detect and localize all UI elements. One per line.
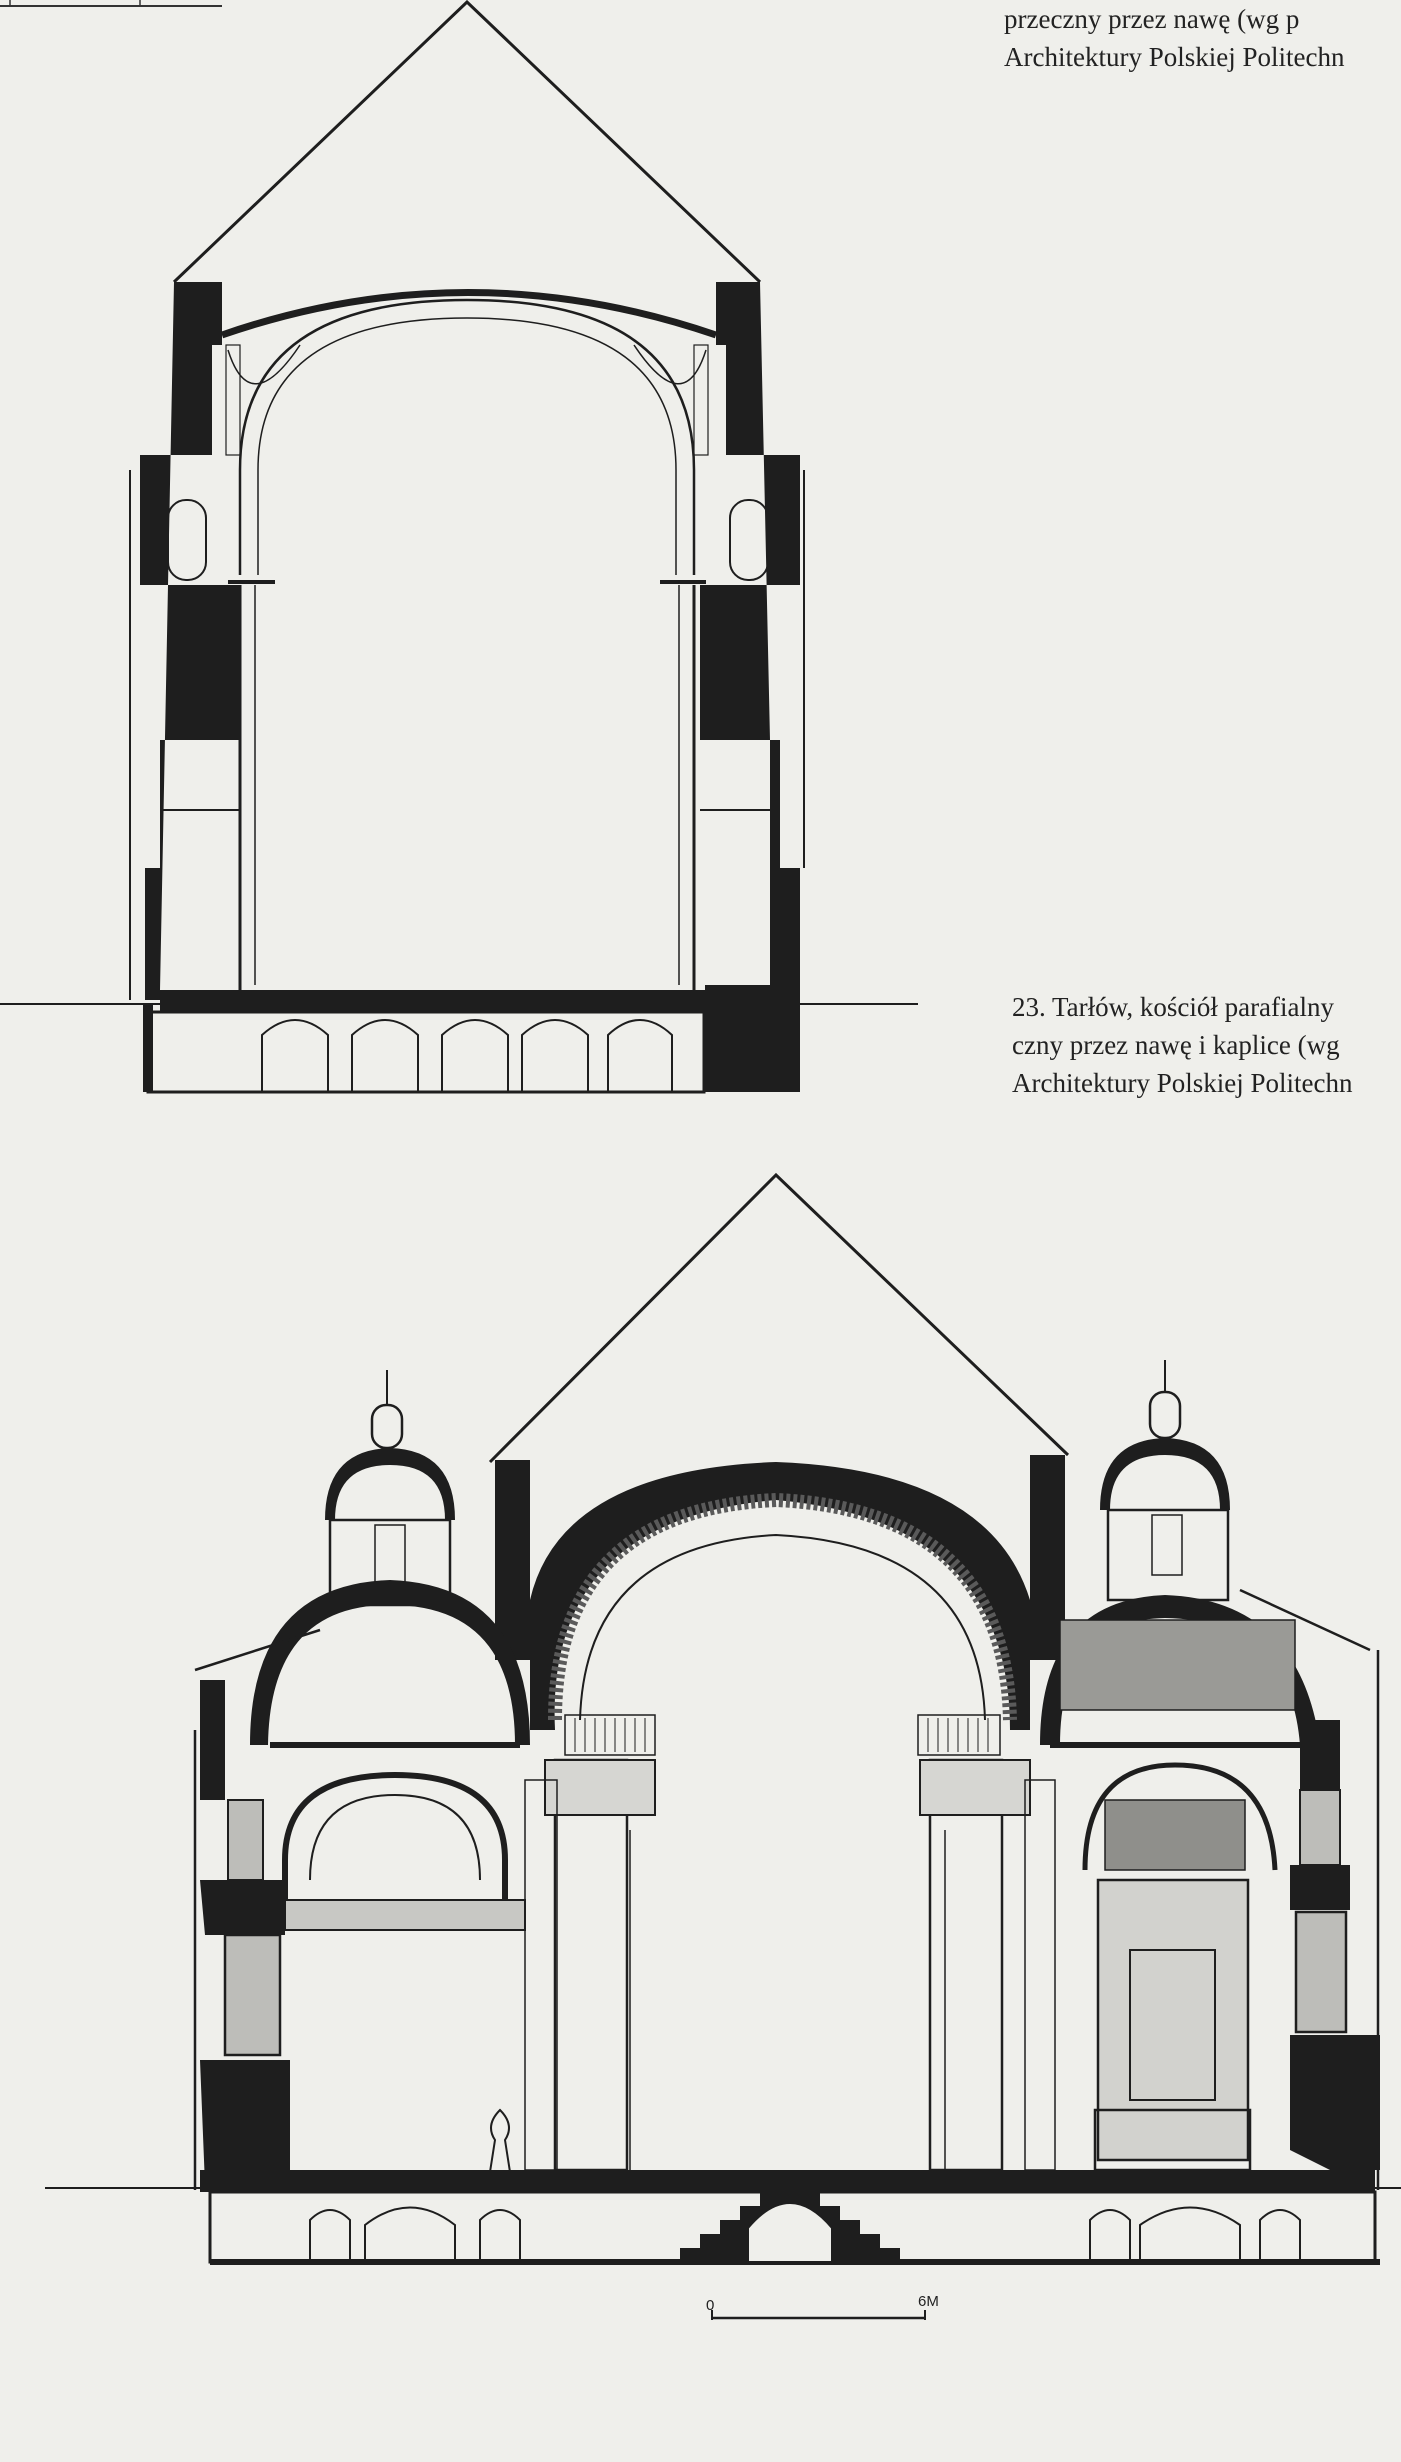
left-chapel-arch	[282, 1771, 508, 1905]
pier-right	[928, 1758, 1004, 2172]
capital-right	[919, 1759, 1031, 1816]
right-dome-ornament	[1059, 1619, 1296, 1711]
balustrade-posts	[574, 1718, 989, 1752]
left-relief-panel-lower	[223, 1933, 282, 2057]
right-arch-window-grid	[1104, 1799, 1246, 1871]
scale-bar: 0 6M	[706, 2293, 939, 2320]
right-wall-poche	[700, 282, 800, 1092]
caption-line: Architektury Polskiej Politechn	[1004, 42, 1345, 72]
roof-outline	[172, 0, 762, 284]
arch-ornament-band	[548, 1492, 1017, 1721]
crypt-stair-opening	[747, 2202, 833, 2263]
left-chapel-lantern-dome	[325, 1448, 455, 1520]
left-chapel-pilaster	[524, 1779, 558, 2171]
altar-niche	[1129, 1949, 1216, 2101]
crypt-arches	[261, 1019, 673, 1092]
altar-retable	[1096, 1878, 1250, 2162]
right-chapel-pilaster	[1024, 1779, 1056, 2171]
caption-line: przeczny przez nawę (wg p	[1004, 4, 1300, 34]
capital-left	[544, 1759, 656, 1816]
arch-intrados	[579, 1533, 986, 1721]
left-lantern	[328, 1518, 452, 1607]
left-wall-poche	[140, 282, 240, 1000]
left-chapel-arch-inner	[309, 1793, 481, 1881]
left-chapel-dome-poche	[250, 1580, 530, 1745]
aisle-right-window	[729, 499, 769, 581]
crypt-arches	[309, 2206, 1301, 2262]
caption-line: czny przez nawę i kaplice (wg	[1012, 1030, 1340, 1060]
right-outer-wall-poche	[1290, 1720, 1380, 2170]
left-urn	[488, 2108, 512, 2173]
left-relief-panel-upper	[227, 1799, 264, 1881]
left-lantern-top	[370, 1403, 404, 1450]
nave-roof-outline	[488, 1172, 1070, 1464]
vault-extrados	[220, 289, 718, 339]
balustrade-left	[564, 1714, 656, 1756]
cross-section-nave-drawing	[0, 0, 918, 1094]
pilaster-ornament-right	[693, 344, 709, 456]
scale-bar-start-label: 0	[706, 2297, 714, 2314]
balustrade-right	[917, 1714, 1001, 1756]
vault-intrados	[238, 298, 696, 575]
crypt-outline	[146, 1010, 706, 1094]
scale-bar-end-label: 6M	[918, 2293, 939, 2310]
left-lantern-window	[374, 1524, 406, 1586]
rib-left	[227, 344, 301, 385]
right-lantern-window	[1151, 1514, 1183, 1576]
pilaster-ornament-left	[225, 344, 241, 456]
right-lantern-top	[1148, 1390, 1182, 1440]
right-chapel-lantern-dome	[1100, 1438, 1230, 1510]
caption-line: Architektury Polskiej Politechn	[1012, 1068, 1353, 1098]
pier-left	[553, 1758, 629, 2172]
aisle-left-window	[167, 499, 207, 581]
right-relief-panel-lower	[1294, 1910, 1348, 2034]
cross-section-chapels-drawing	[45, 1172, 1401, 2265]
right-relief-panel-upper	[1299, 1789, 1341, 1866]
right-chapel-arch	[1082, 1762, 1278, 1871]
caption-line: 23. Tarłów, kościół parafialny	[1012, 992, 1335, 1022]
caption-figure-22: przeczny przez nawę (wg p Architektury P…	[1004, 0, 1401, 76]
right-lantern	[1106, 1508, 1230, 1602]
left-outer-wall-poche	[200, 1680, 290, 2185]
right-chapel-roof	[1239, 1588, 1371, 1652]
nave-gable-poche	[495, 1455, 1065, 1730]
left-chapel-roof	[194, 1628, 321, 1672]
vault-inner-arc	[257, 317, 677, 575]
floor-slab	[160, 990, 772, 1012]
caption-figure-23: 23. Tarłów, kościół parafialny czny prze…	[1012, 988, 1401, 1102]
floor-slab	[200, 2170, 1375, 2192]
left-chapel-frieze	[284, 1899, 526, 1931]
rib-right	[633, 344, 707, 385]
